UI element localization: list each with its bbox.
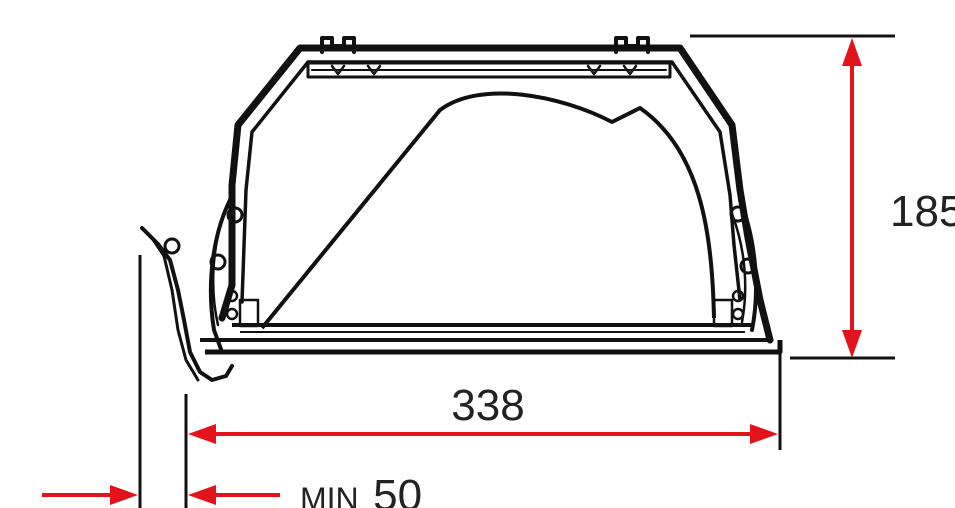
left-bolt-plate [238, 298, 260, 328]
left-bolt-1 [225, 289, 239, 303]
bottom-bar [200, 323, 783, 355]
top-clip-left [320, 36, 356, 54]
min-gap-label: MIN 50 [300, 471, 422, 508]
right-pivot-top [729, 205, 747, 223]
right-bracket [712, 198, 758, 332]
height-arrow-bottom [842, 330, 862, 358]
housing-inner-shell [240, 60, 742, 304]
fabric-roll [260, 91, 716, 330]
left-arm-pivot [163, 237, 181, 255]
rail-notch-4 [622, 64, 638, 76]
left-arm-hook-inner [150, 236, 200, 382]
width-arrow-left [188, 424, 216, 444]
width-arrow-right [750, 424, 778, 444]
height-dimension-label: 185 [890, 187, 955, 236]
top-mounting-rail [306, 61, 672, 79]
dimension-arrows [42, 38, 862, 505]
extension-lines [138, 34, 895, 508]
left-pivot-top [226, 206, 244, 224]
min-gap-arrow-left-head [110, 485, 138, 505]
rail-notch-1 [330, 64, 346, 76]
left-bolt-2 [225, 307, 239, 321]
left-bracket-curve-inner [211, 210, 226, 327]
left-arm-hook [140, 226, 234, 382]
left-bracket-arm [140, 194, 260, 382]
right-bolt-2 [731, 307, 745, 321]
min-gap-value: 50 [373, 471, 422, 508]
width-dimension-label: 338 [451, 381, 524, 430]
rail-notch-2 [366, 64, 382, 76]
left-pivot-mid [209, 253, 227, 271]
min-gap-arrow-right-head [188, 485, 216, 505]
right-bolt-1 [731, 289, 745, 303]
cassette-housing [218, 36, 774, 344]
rail-notch-3 [586, 64, 602, 76]
height-arrow-top [842, 38, 862, 66]
top-clip-right [614, 36, 650, 54]
min-gap-prefix: MIN [300, 481, 359, 508]
right-bolt-plate [712, 298, 734, 328]
right-pivot-mid [739, 257, 757, 275]
